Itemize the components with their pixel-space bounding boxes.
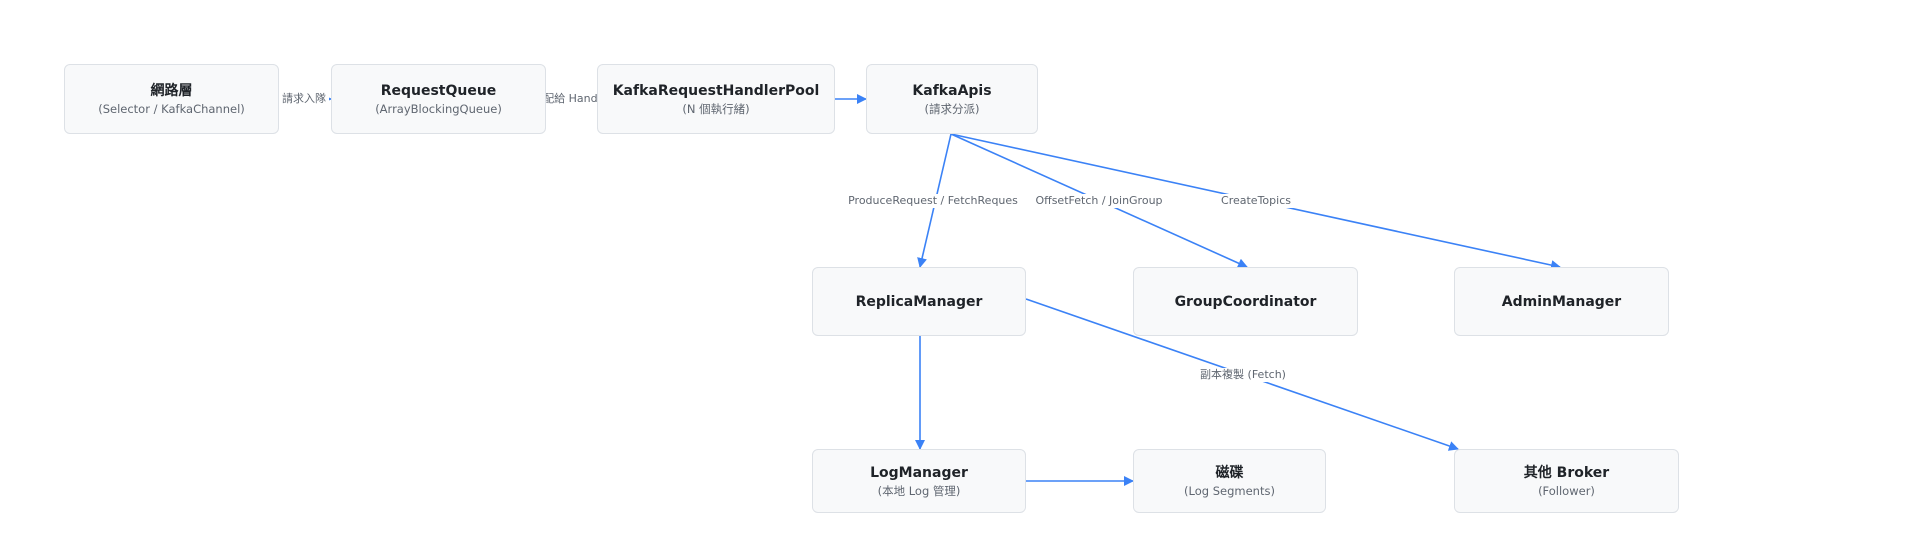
node-title: ReplicaManager (855, 293, 983, 310)
edge-label-replication: 副本複製 (Fetch) (1197, 368, 1289, 382)
node-request-queue: RequestQueue (ArrayBlockingQueue) (331, 64, 546, 134)
node-subtitle: (請求分派) (924, 101, 980, 116)
node-title: LogManager (870, 464, 968, 481)
node-title: AdminManager (1501, 293, 1622, 310)
node-subtitle: (N 個執行緒) (682, 101, 750, 116)
edge-label-create-topics: CreateTopics (1218, 194, 1294, 208)
node-network-layer: 網路層 (Selector / KafkaChannel) (64, 64, 279, 134)
node-title: GroupCoordinator (1174, 293, 1317, 310)
node-replica-manager: ReplicaManager (812, 267, 1026, 336)
node-title: 網路層 (150, 82, 193, 99)
node-title: KafkaApis (912, 82, 992, 99)
node-subtitle: (Selector / KafkaChannel) (98, 101, 245, 116)
edge-label-produce-fetch: ProduceRequest / FetchReques (845, 194, 1021, 208)
edge-label-offset-join: OffsetFetch / JoinGroup (1032, 194, 1166, 208)
node-subtitle: (Follower) (1538, 483, 1595, 498)
node-admin-manager: AdminManager (1454, 267, 1669, 336)
node-title: 磁碟 (1215, 464, 1244, 481)
node-title: RequestQueue (380, 82, 497, 99)
node-subtitle: (本地 Log 管理) (877, 483, 961, 498)
node-title: 其他 Broker (1523, 464, 1610, 481)
node-disk: 磁碟 (Log Segments) (1133, 449, 1326, 513)
edge-label-dispatch-handler: 分配給 Handler (529, 92, 615, 106)
node-title: KafkaRequestHandlerPool (612, 82, 820, 99)
node-subtitle: (ArrayBlockingQueue) (375, 101, 502, 116)
node-subtitle: (Log Segments) (1184, 483, 1275, 498)
node-log-manager: LogManager (本地 Log 管理) (812, 449, 1026, 513)
node-handler-pool: KafkaRequestHandlerPool (N 個執行緒) (597, 64, 835, 134)
edge-label-enqueue: 請求入隊 (279, 92, 329, 106)
node-group-coordinator: GroupCoordinator (1133, 267, 1358, 336)
node-other-broker: 其他 Broker (Follower) (1454, 449, 1679, 513)
node-kafka-apis: KafkaApis (請求分派) (866, 64, 1038, 134)
